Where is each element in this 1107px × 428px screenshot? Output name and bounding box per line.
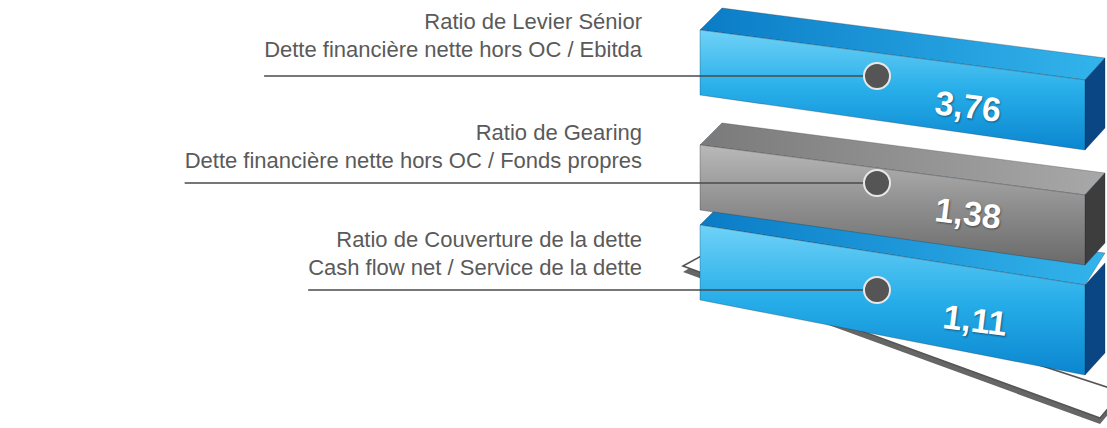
leader-line — [185, 182, 700, 184]
block-side — [1085, 263, 1105, 375]
leader-line — [308, 289, 700, 291]
leader-line — [700, 289, 864, 291]
ratio-formula: Dette financière nette hors OC / Fonds p… — [185, 149, 642, 173]
block-front — [700, 225, 1085, 375]
leader-line — [700, 182, 864, 184]
ratio-name: Ratio de Gearing — [476, 121, 642, 145]
ratio-name: Ratio de Couverture de la dette — [336, 228, 642, 252]
block-shape — [700, 8, 1105, 150]
ratio-block: 3,76 — [700, 8, 1105, 150]
marker-dot — [864, 277, 890, 303]
ratio-formula: Dette financière nette hors OC / Ebitda — [264, 38, 642, 62]
block-side — [1085, 173, 1105, 265]
ratio-value: 1,38 — [933, 192, 1003, 234]
marker-dot — [864, 170, 890, 196]
ratio-formula: Cash flow net / Service de la dette — [308, 256, 642, 280]
marker-dot — [864, 63, 890, 89]
leader-line — [700, 75, 864, 77]
ratio-name: Ratio de Levier Sénior — [424, 10, 642, 34]
ratio-value: 3,76 — [933, 85, 1003, 127]
block-side — [1085, 58, 1105, 150]
leader-line — [264, 75, 700, 77]
ratio-value: 1,11 — [941, 299, 1009, 341]
